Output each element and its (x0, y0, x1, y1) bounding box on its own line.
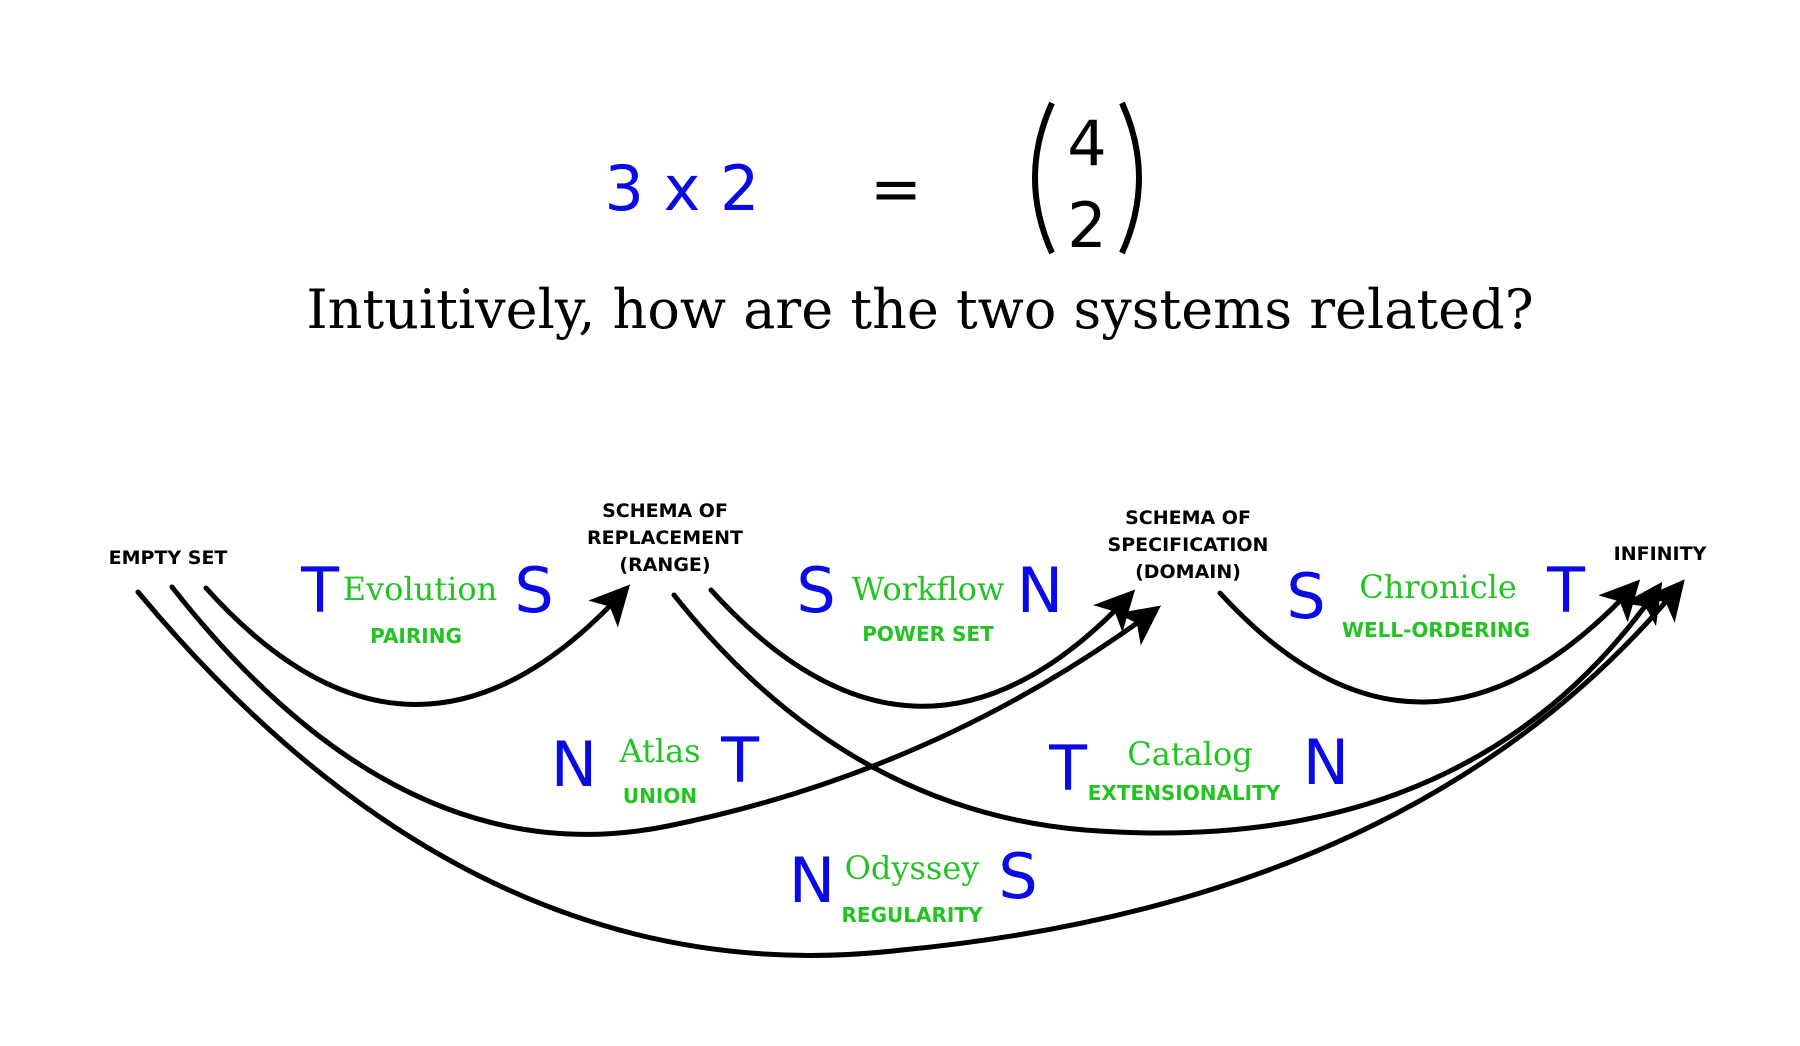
union-right-letter: T (720, 724, 760, 797)
node-replacement-line-1: SCHEMA OF (602, 500, 728, 522)
powerset-left-letter: S (796, 554, 835, 627)
edge-label-wellordering: S Chronicle T WELL-ORDERING (1286, 554, 1586, 642)
question: Intuitively, how are the two systems rel… (306, 278, 1533, 341)
edge-powerset-arrow (708, 587, 1136, 709)
binomial-right-paren (1119, 101, 1142, 255)
node-replacement-line-2: REPLACEMENT (587, 527, 743, 549)
powerset-axiom: POWER SET (862, 622, 994, 646)
extensionality-left-letter: T (1048, 732, 1088, 805)
regularity-axiom: REGULARITY (842, 903, 983, 927)
pairing-right-letter: S (514, 554, 553, 627)
wellordering-word: Chronicle (1359, 568, 1517, 606)
equation-equals: = (870, 152, 922, 225)
edge-wellordering-arrow (1217, 579, 1641, 705)
edges (135, 579, 1685, 958)
regularity-right-letter: S (998, 840, 1037, 913)
edge-regularity-arrow (135, 579, 1685, 958)
powerset-word: Workflow (852, 570, 1005, 608)
equation: 3 x 2 = 4 2 (605, 101, 1142, 262)
wellordering-axiom: WELL-ORDERING (1342, 618, 1530, 642)
edge-label-union: N Atlas T UNION (551, 724, 760, 808)
binomial-bottom: 2 (1067, 189, 1106, 262)
edge-label-regularity: N Odyssey S REGULARITY (789, 840, 1038, 927)
pairing-word: Evolution (343, 570, 498, 608)
node-specification-line-3: (DOMAIN) (1135, 561, 1241, 583)
union-word: Atlas (618, 732, 700, 770)
regularity-left-letter: N (789, 844, 835, 917)
binomial-top: 4 (1067, 107, 1106, 180)
pairing-left-letter: T (300, 554, 340, 627)
node-empty-set-line: EMPTY SET (109, 547, 228, 569)
edge-label-pairing: T Evolution S PAIRING (300, 554, 554, 648)
wellordering-left-letter: S (1286, 560, 1325, 633)
regularity-word: Odyssey (845, 849, 980, 887)
node-replacement-line-3: (RANGE) (619, 554, 710, 576)
union-left-letter: N (551, 728, 597, 801)
node-infinity: INFINITY (1614, 543, 1707, 565)
node-specification-line-2: SPECIFICATION (1108, 534, 1269, 556)
union-axiom: UNION (623, 784, 697, 808)
extensionality-word: Catalog (1127, 735, 1252, 773)
edge-union-arrow (169, 584, 1162, 837)
edge-label-powerset: S Workflow N POWER SET (796, 554, 1063, 646)
extensionality-right-letter: N (1303, 726, 1349, 799)
powerset-right-letter: N (1017, 554, 1063, 627)
extensionality-axiom: EXTENSIONALITY (1088, 781, 1281, 805)
edge-label-extensionality: T Catalog N EXTENSIONALITY (1048, 726, 1349, 805)
edge-pairing-arrow (203, 584, 631, 707)
binomial-left-paren (1032, 101, 1055, 255)
node-specification: SCHEMA OF SPECIFICATION (DOMAIN) (1108, 507, 1269, 583)
equation-lhs: 3 x 2 (605, 152, 760, 225)
edge-extensionality-arrow (671, 581, 1663, 836)
node-specification-line-1: SCHEMA OF (1125, 507, 1251, 529)
pairing-axiom: PAIRING (370, 624, 462, 648)
wellordering-right-letter: T (1546, 554, 1586, 627)
node-infinity-line: INFINITY (1614, 543, 1707, 565)
node-replacement: SCHEMA OF REPLACEMENT (RANGE) (587, 500, 743, 576)
node-empty-set: EMPTY SET (109, 547, 228, 569)
